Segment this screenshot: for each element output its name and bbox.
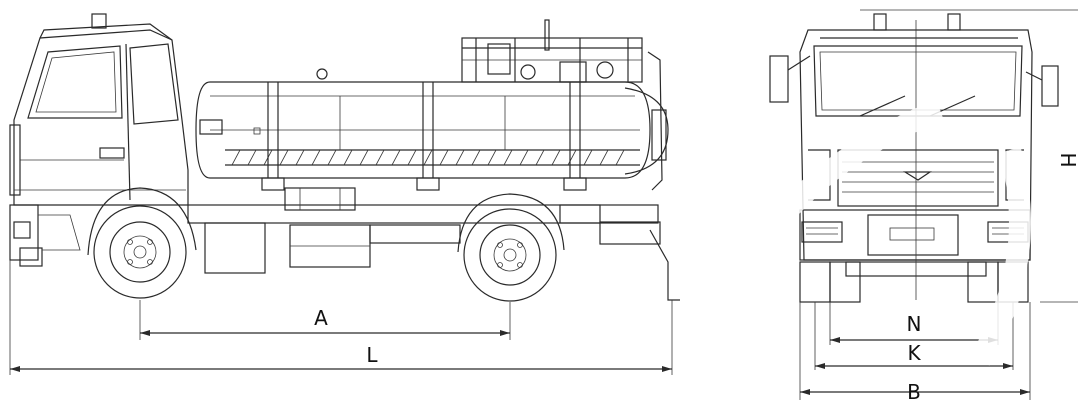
rear-wheel (457, 193, 565, 302)
dimension-label-a: A (314, 306, 328, 330)
dimension-label-h: H (1056, 152, 1078, 167)
dimension-label-n: N (907, 312, 922, 336)
watermark (689, 99, 1031, 366)
tank (195, 51, 669, 191)
dimension-label-l: L (366, 343, 378, 367)
side-view: A L (9, 13, 680, 375)
dimension-label-k: K (907, 341, 921, 365)
front-tires (799, 261, 1029, 303)
truck-cab (9, 13, 189, 206)
dimension-lines-side (9, 260, 673, 375)
front-view: N K B H (769, 9, 1078, 404)
tank-top-equipment (461, 19, 643, 83)
chassis-frame (187, 187, 680, 301)
dimension-label-b: B (907, 380, 921, 404)
front-bumper-view (799, 209, 1031, 277)
front-bumper (9, 204, 81, 267)
dimension-lines-front (799, 9, 1078, 400)
